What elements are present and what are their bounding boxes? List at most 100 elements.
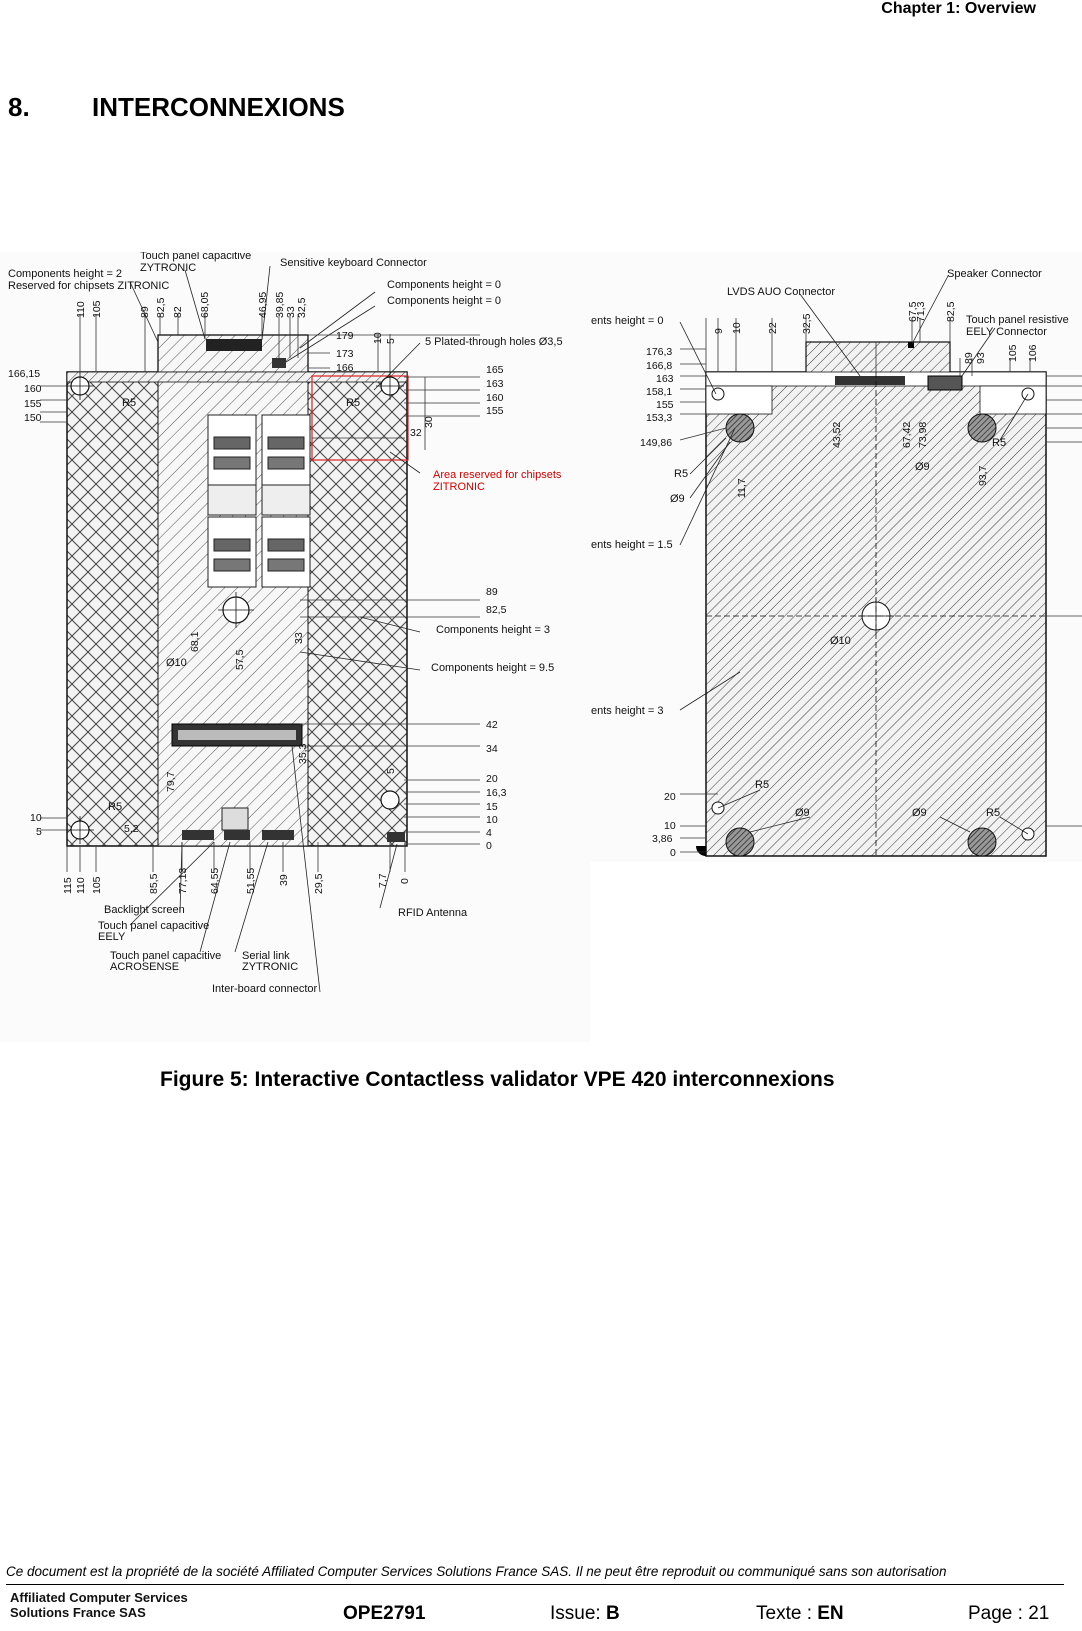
dim-top-68-05: 68,05 [199,292,211,318]
label-d9-right-a: Ø9 [670,493,685,505]
dim-inner-68-1: 68,1 [189,631,201,652]
dim-rl-0: 0 [670,847,676,859]
label-sensitive-keyboard: Sensitive keyboard Connector [280,257,427,269]
dim-top-82-5: 82,5 [155,297,167,318]
dim-right-163: 163 [486,378,504,390]
dim-left-10: 10 [30,812,42,824]
label-touch-eely: Touch panel capacitive [98,920,209,932]
label-serial-zytronic: ZYTRONIC [242,961,298,973]
label-touch-zytronic: Touch panel capacitive [140,252,251,262]
dim-bottom-105: 105 [91,876,103,894]
label-interboard: Inter-board connector [212,983,318,995]
dim-left-5: 5 [36,826,42,838]
figure-caption: Figure 5: Interactive Contactless valida… [160,1068,835,1091]
dim-ri-43-52: 43,52 [831,422,843,448]
label-acrosense: ACROSENSE [110,961,179,973]
label-r5-right-a: R5 [674,468,688,480]
dim-inner-32: 32 [410,427,422,439]
dim-bottom-85-5: 85,5 [148,873,160,894]
issue-field: Issue: B [550,1603,620,1625]
section-number: 8. [8,92,30,122]
label-components-height-3: Components height = 3 [436,624,550,636]
dim-top-46-95: 46,95 [257,292,269,318]
dim-rl-158-1: 158,1 [646,386,672,398]
label-area-reserved: Area reserved for chipsets [433,469,562,481]
dim-left-155: 155 [24,398,42,410]
label-zytronic: ZYTRONIC [140,262,196,274]
dim-bottom-39: 39 [278,874,290,886]
legal-notice: Ce document est la propriété de la socié… [6,1564,947,1579]
dim-right-82-5: 82,5 [486,604,507,616]
dim-rt-9: 9 [713,328,725,334]
label-r5-right-c: R5 [986,807,1000,819]
label-height-1-5-right: ents height = 1.5 [591,539,673,551]
dim-rt-67-5: 67,5 [907,301,919,322]
dim-inner-5: 5 [385,768,397,774]
dim-right-0: 0 [486,840,492,852]
dim-rl-155: 155 [656,399,674,411]
label-components-height-9-5: Components height = 9.5 [431,662,554,674]
dim-rl-20: 20 [664,791,676,803]
texte-value: EN [817,1603,844,1624]
issue-value: B [605,1603,620,1624]
chapter-header: Chapter 1: Overview [881,0,1036,17]
dim-inner-57-5: 57,5 [234,649,246,670]
dim-right-155: 155 [486,405,504,417]
dim-rt-82-5: 82,5 [945,301,957,322]
top-connector [206,339,262,351]
label-touch-resistive: Touch panel resistive [966,314,1069,326]
dim-right-20: 20 [486,773,498,785]
label-r5-right-b: R5 [755,779,769,791]
dim-rt-93: 93 [975,352,987,364]
dim-rt-71-3: 71,3 [915,301,927,322]
document-code: OPE2791 [343,1603,426,1624]
dim-left-166-15: 166,15 [8,368,40,380]
label-r5-left-top: R5 [122,397,136,409]
dim-inner-33: 33 [293,632,305,644]
dim-right-173: 173 [336,348,354,360]
dim-bottom-77-13: 77,13 [177,868,189,894]
company-name-line2: Solutions France SAS [10,1605,146,1620]
dim-bottom-29-5: 29,5 [313,873,325,894]
dim-right-4: 4 [486,827,492,839]
label-height-3-right: ents height = 3 [591,705,663,717]
label-eely-connector: EELY Connector [966,326,1047,338]
section-heading: 8. INTERCONNEXIONS [8,92,345,123]
chipset-reserved-area [311,375,409,461]
lvds-connector-shape [835,376,905,385]
page-number: Page : 21 [968,1603,1050,1624]
dim-rt-105: 105 [1007,344,1019,362]
dim-ri-73-98: 73,98 [917,422,929,448]
dim-rl-163: 163 [656,373,674,385]
texte-label: Texte : [756,1603,818,1624]
company-logo: Affiliated Computer Services Solutions F… [10,1590,188,1620]
dim-right-160: 160 [486,392,504,404]
dim-top-89: 89 [139,306,151,318]
dim-bottom-115: 115 [62,877,74,894]
touch-resistive-connector-shape [927,375,963,391]
dim-rt-32-5: 32,5 [801,313,813,334]
label-reserved-chipsets: Reserved for chipsets ZITRONIC [8,280,169,292]
label-serial-link: Serial link [242,950,290,962]
sim-sockets [207,414,311,588]
label-d10-right: Ø10 [830,635,851,647]
dim-inner-79-7: 79,7 [165,771,177,792]
dim-ri-67-42: 67,42 [901,422,913,448]
dim-rt-106: 106 [1027,344,1039,362]
dim-left-150: 150 [24,412,42,424]
label-plated-holes: 5 Plated-through holes Ø3,5 [425,336,563,348]
dim-rl-10: 10 [664,820,676,832]
dim-bottom-64-55: 64,55 [209,868,221,894]
dim-right-89: 89 [486,586,498,598]
section-title: INTERCONNEXIONS [92,92,345,122]
footer-divider [6,1584,1064,1585]
dim-rt-89: 89 [963,352,975,364]
dim-top-82: 82 [172,306,184,318]
label-eely: EELY [98,931,126,943]
dim-ri-11-7: 11,7 [736,478,748,498]
issue-label: Issue: [550,1603,606,1624]
label-touch-acrosense: Touch panel capacitive [110,950,221,962]
label-lvds: LVDS AUO Connector [727,286,835,298]
label-speaker: Speaker Connector [947,268,1042,280]
label-r5-right-top: R5 [346,397,360,409]
